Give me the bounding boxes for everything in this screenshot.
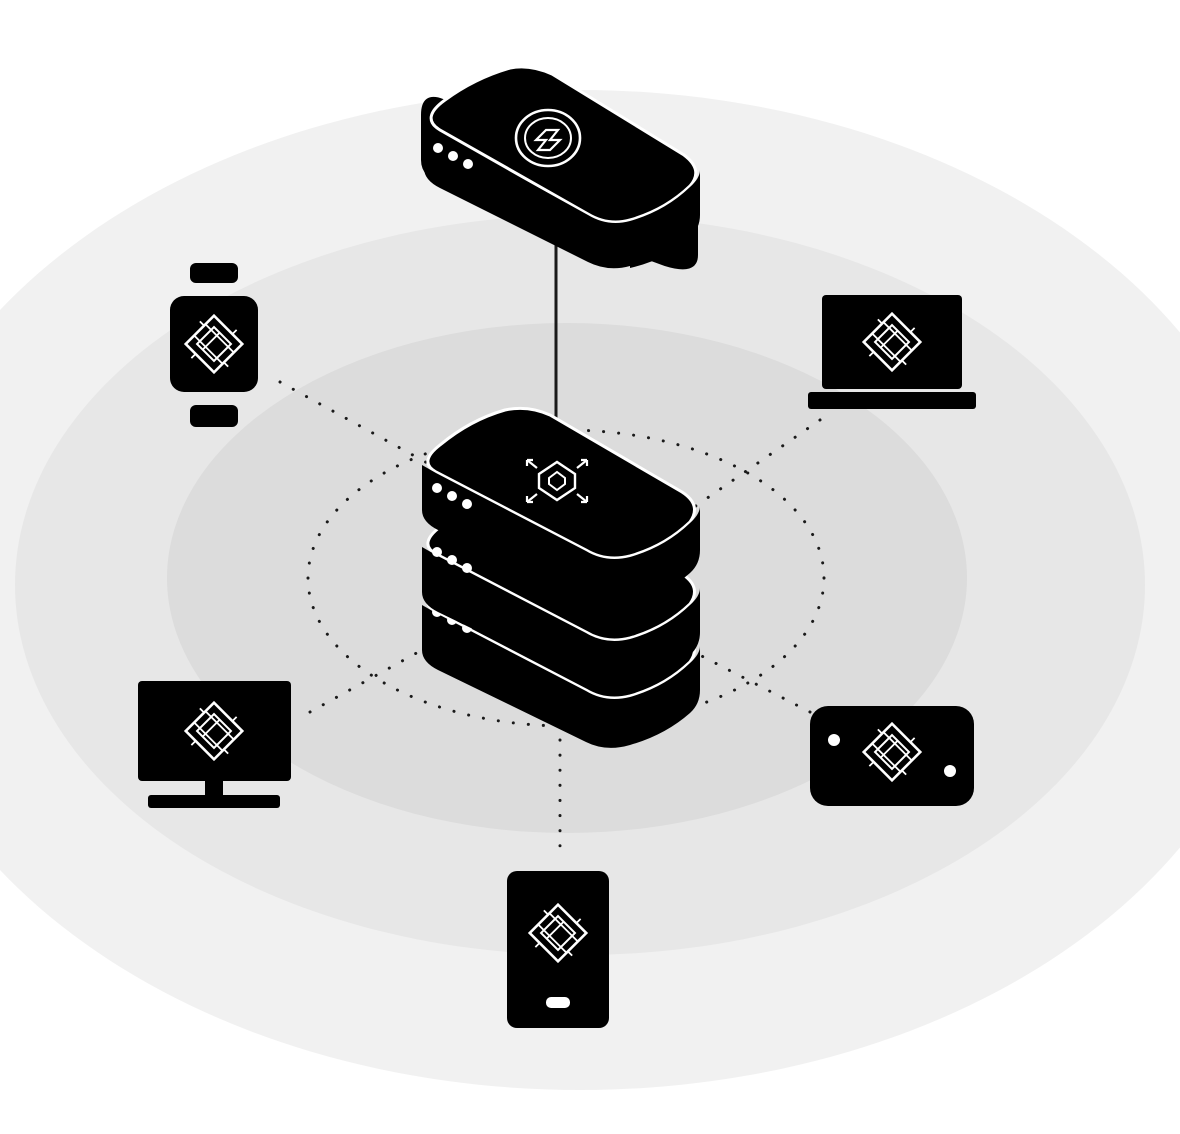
dotted-orbit: [306, 428, 826, 728]
connector-watch: [278, 380, 442, 472]
connector-desktop: [308, 638, 442, 714]
network-hub-icon: [525, 458, 589, 504]
laptop-device[interactable]: [808, 295, 976, 409]
device-connectors: [278, 380, 822, 852]
card-reader-device[interactable]: [810, 706, 974, 806]
watch-device[interactable]: [170, 263, 258, 427]
watch-face: [170, 296, 258, 392]
phone-home-button: [546, 997, 570, 1008]
top-server-body: [424, 65, 700, 269]
laptop-screen: [822, 295, 962, 389]
central-server[interactable]: [422, 406, 700, 748]
hub-logo-icon: [514, 108, 582, 168]
laptop-base: [808, 392, 976, 409]
desktop-monitor: [138, 681, 291, 781]
watch-strap-bottom: [190, 405, 238, 427]
desktop-device[interactable]: [138, 681, 291, 808]
desktop-stand: [205, 780, 223, 798]
central-server-layer-1: [422, 406, 700, 608]
desktop-base: [148, 795, 280, 808]
phone-device[interactable]: [507, 871, 609, 1028]
watch-strap-top: [190, 263, 238, 283]
card-reader-body: [810, 706, 974, 806]
